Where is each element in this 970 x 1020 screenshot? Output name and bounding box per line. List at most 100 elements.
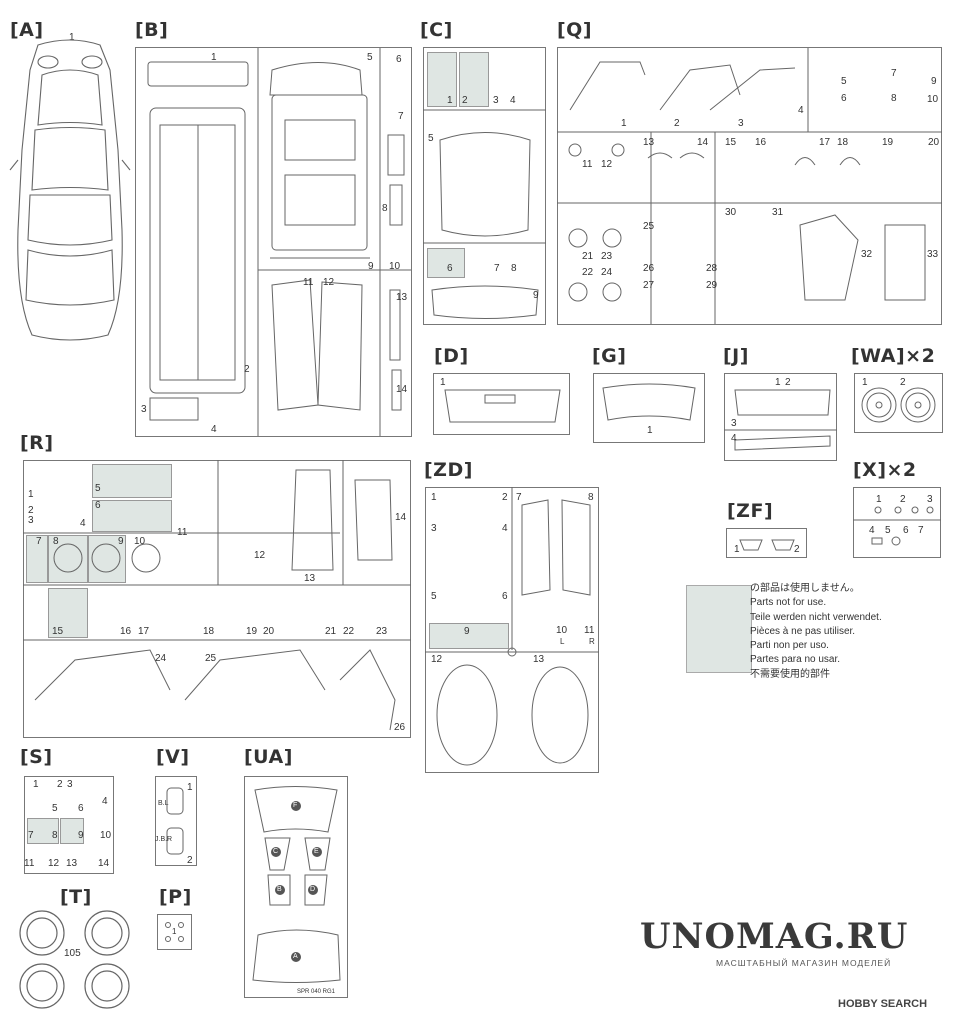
unused-part-cell xyxy=(459,52,489,107)
part-number: 9 xyxy=(931,76,937,87)
part-number: 23 xyxy=(601,251,613,262)
part-number: 11 xyxy=(584,625,595,636)
part-number: 30 xyxy=(725,207,737,218)
part-number: 3 xyxy=(28,515,34,526)
part-number: 1 xyxy=(775,377,781,388)
window-mask-letter: A xyxy=(293,953,298,960)
store-watermark-subtitle: МАСШТАБНЫЙ МАГАЗИН МОДЕЛЕЙ xyxy=(716,958,892,968)
part-number: 11 xyxy=(24,858,35,869)
unused-part-cell xyxy=(427,52,457,107)
section-label-wa: [WA]×2 xyxy=(851,345,936,367)
part-number: 4 xyxy=(731,433,737,444)
window-mask-letter: F xyxy=(293,802,298,809)
part-number: 1 xyxy=(621,118,627,129)
part-number: 10 xyxy=(927,94,939,105)
part-number: 6 xyxy=(903,525,909,536)
part-number: 7 xyxy=(516,492,522,503)
section-label-ua: [UA] xyxy=(244,746,293,768)
part-number: 5 xyxy=(367,52,373,63)
sprue-frame-d xyxy=(433,373,570,435)
part-number: 4 xyxy=(798,105,804,116)
part-number: 15 xyxy=(725,137,737,148)
section-label-s: [S] xyxy=(20,746,53,768)
part-number: 14 xyxy=(395,512,407,523)
window-mask-letter: E xyxy=(314,848,319,855)
section-label-r: [R] xyxy=(20,432,54,454)
part-number: 29 xyxy=(706,280,718,291)
part-number: 5 xyxy=(428,133,434,144)
part-number: 17 xyxy=(138,626,150,637)
part-number: 3 xyxy=(67,779,73,790)
part-number: 21 xyxy=(325,626,337,637)
part-number: 2 xyxy=(57,779,63,790)
section-label-zd: [ZD] xyxy=(424,459,473,481)
part-number: 2 xyxy=(244,364,250,375)
part-number: 20 xyxy=(263,626,275,637)
part-number: 25 xyxy=(643,221,655,232)
part-number: 12 xyxy=(48,858,60,869)
part-number: 1 xyxy=(211,52,217,63)
part-number: 1 xyxy=(431,492,437,503)
part-number: 1 xyxy=(172,927,177,936)
unused-legend-swatch xyxy=(686,585,752,673)
part-number: 3 xyxy=(431,523,437,534)
part-number: 12 xyxy=(323,277,335,288)
part-number: 16 xyxy=(755,137,767,148)
part-number: 13 xyxy=(533,654,545,665)
part-number: 2 xyxy=(187,855,193,866)
legend-line: Teile werden nicht verwendet. xyxy=(750,611,882,623)
part-number: 8 xyxy=(511,263,517,274)
section-label-b: [B] xyxy=(135,19,169,41)
part-number: 7 xyxy=(918,525,924,536)
part-number: 31 xyxy=(772,207,784,218)
part-number: 9 xyxy=(78,830,84,841)
part-number: 2 xyxy=(794,544,800,555)
part-number: 16 xyxy=(120,626,132,637)
clear-part-mark: B.L xyxy=(158,800,169,807)
part-number: 13 xyxy=(643,137,655,148)
part-number: 11 xyxy=(582,159,593,170)
part-number: 25 xyxy=(205,653,217,664)
sprue-frame-ua xyxy=(244,776,348,998)
part-number: 6 xyxy=(396,54,402,65)
part-number: 5 xyxy=(95,483,101,494)
unused-parts-legend: の部品は使用しません。 Parts not for use. Teile wer… xyxy=(750,582,882,682)
part-number: 7 xyxy=(398,111,404,122)
part-number: 10 xyxy=(556,625,568,636)
part-number: 8 xyxy=(891,93,897,104)
window-mask-letter: B xyxy=(277,886,282,893)
part-number: 9 xyxy=(368,261,374,272)
part-number: 1 xyxy=(734,544,740,555)
part-sub-label: L xyxy=(560,637,565,646)
part-number: 2 xyxy=(674,118,680,129)
part-number: 1 xyxy=(647,425,653,436)
part-number: 1 xyxy=(33,779,39,790)
part-number: 12 xyxy=(254,550,266,561)
part-number: 10 xyxy=(100,830,112,841)
part-number: 9 xyxy=(533,290,539,301)
unused-part-cell xyxy=(427,248,465,278)
part-number: 4 xyxy=(102,796,108,807)
part-number: 4 xyxy=(80,518,86,529)
part-number: 1 xyxy=(69,32,75,43)
unused-part-cell xyxy=(26,535,48,583)
sprue-frame-q xyxy=(557,47,942,325)
part-number: 5 xyxy=(52,803,58,814)
part-number: 4 xyxy=(211,424,217,435)
part-number: 2 xyxy=(900,377,906,388)
section-label-zf: [ZF] xyxy=(727,500,774,522)
part-number: 11 xyxy=(177,527,188,538)
unused-part-cell xyxy=(92,464,172,498)
part-number: 5 xyxy=(431,591,437,602)
sprue-frame-b xyxy=(135,47,412,437)
section-label-t: [T] xyxy=(60,886,92,908)
legend-line: の部品は使用しません。 xyxy=(750,583,860,594)
unused-part-cell xyxy=(48,588,88,638)
part-number: 22 xyxy=(582,267,594,278)
part-number: 32 xyxy=(861,249,873,260)
part-number: 6 xyxy=(841,93,847,104)
part-number: 14 xyxy=(697,137,709,148)
section-label-p: [P] xyxy=(159,886,192,908)
part-number: 6 xyxy=(502,591,508,602)
mask-sheet-code: SPR 040 RG1 xyxy=(297,989,336,995)
